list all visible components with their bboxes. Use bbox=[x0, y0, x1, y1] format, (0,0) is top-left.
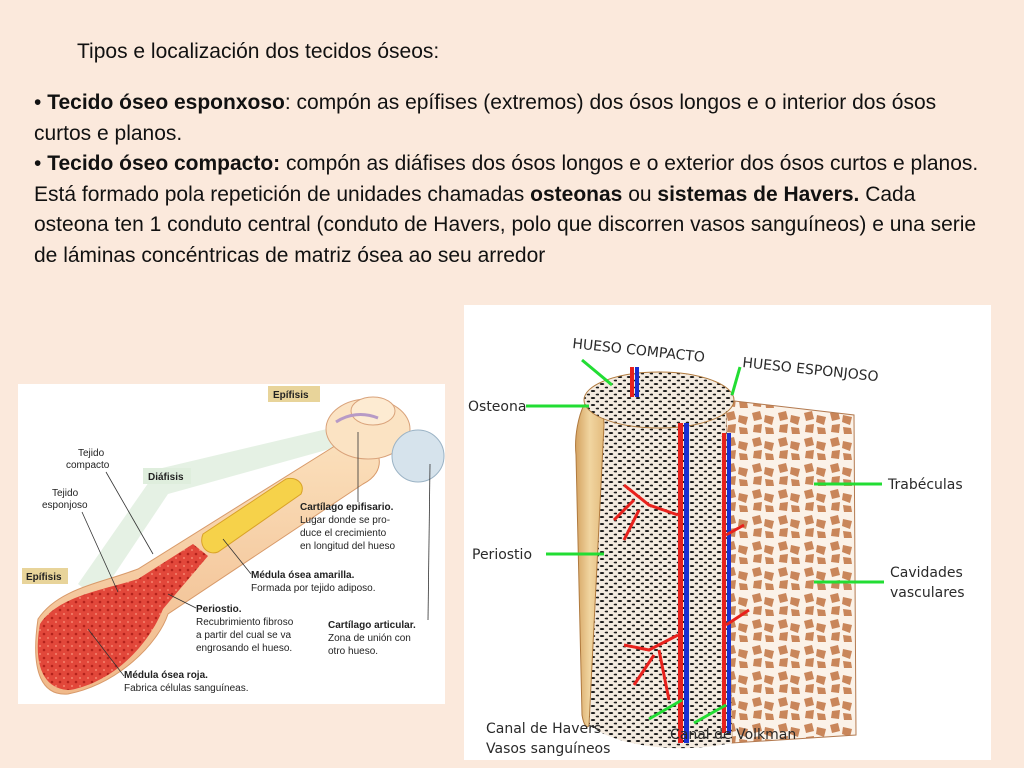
page-title: Tipos e localización dos tecidos óseos: bbox=[77, 40, 440, 63]
vessel-red bbox=[678, 423, 683, 743]
cavidades-label-2: vasculares bbox=[890, 585, 965, 601]
paragraph-compact: • Tecido óseo compacto: compón as diáfis… bbox=[34, 149, 994, 271]
medula-amarilla-line-1: Formada por tejido adiposo. bbox=[251, 583, 376, 594]
bullet: • bbox=[34, 152, 48, 175]
compact-bone bbox=[584, 385, 732, 749]
tejido-compacto-label-2: compacto bbox=[66, 460, 110, 471]
bullet: • bbox=[34, 91, 48, 114]
epifisis-bottom-box bbox=[22, 568, 68, 584]
medula-roja-title: Médula ósea roja. bbox=[124, 670, 208, 681]
compact-top-face bbox=[583, 371, 735, 429]
hueso-compacto-label: HUESO COMPACTO bbox=[572, 336, 706, 366]
paragraph-compact-text: compón as diáfises dos ósos longos e o e… bbox=[34, 152, 979, 206]
cartilago-articular-title: Cartílago articular. bbox=[328, 620, 416, 631]
body-text: • Tecido óseo esponxoso: compón as epífi… bbox=[34, 88, 994, 271]
term-spongy: Tecido óseo esponxoso bbox=[47, 91, 285, 114]
medula-roja-line-1: Fabrica células sanguíneas. bbox=[124, 683, 249, 694]
spongy-bone bbox=[725, 399, 857, 744]
cartilago-epifisario-title: Cartílago epifisario. bbox=[300, 502, 394, 513]
red-marrow bbox=[37, 544, 209, 690]
epifisis-bottom-label: Epífisis bbox=[26, 572, 62, 583]
long-bone-diagram: Epífisis Epífisis Diáfisis Tejido compac… bbox=[18, 384, 445, 704]
tejido-esponjoso-label-2: esponjoso bbox=[42, 500, 88, 511]
arrow-canal-volkman bbox=[693, 703, 727, 725]
vessel-branches bbox=[612, 483, 679, 541]
arrow-canal-havers bbox=[648, 698, 683, 721]
term-compact: Tecido óseo compacto: bbox=[47, 152, 281, 175]
vessel-red bbox=[630, 367, 634, 397]
periostio-label: Periostio bbox=[472, 547, 532, 563]
epiphyseal-line bbox=[335, 413, 379, 424]
leader-line bbox=[222, 538, 252, 575]
periostio-line-3: engrosando el hueso. bbox=[196, 643, 292, 654]
trabeculas-label: Trabéculas bbox=[887, 477, 963, 493]
arrow-hueso-compacto bbox=[581, 358, 613, 387]
paragraph-spongy: • Tecido óseo esponxoso: compón as epífi… bbox=[34, 88, 994, 149]
vessel-blue bbox=[727, 433, 731, 733]
cavidades-label-1: Cavidades bbox=[890, 565, 963, 581]
canal-havers-label: Canal de Havers bbox=[486, 721, 601, 737]
periostio-line-2: a partir del cual se va bbox=[196, 630, 291, 641]
medula-amarilla-title: Médula ósea amarilla. bbox=[251, 570, 355, 581]
long-bone-illustration: Epífisis Epífisis Diáfisis Tejido compac… bbox=[22, 386, 445, 695]
vessel-blue bbox=[635, 367, 639, 397]
osteona-label: Osteona bbox=[468, 399, 526, 415]
periostio-title: Periostio. bbox=[196, 604, 242, 615]
term-havers: sistemas de Havers. bbox=[657, 182, 860, 206]
vessel-red bbox=[722, 433, 726, 733]
cartilago-epifisario-line-3: en longitud del hueso bbox=[300, 541, 396, 552]
vessel-branches bbox=[623, 633, 679, 701]
pointer-arrows bbox=[526, 358, 884, 725]
canal-volkman-label: Canal de Volkman bbox=[670, 727, 796, 743]
term-osteonas: osteonas bbox=[530, 182, 623, 206]
connector-text: ou bbox=[622, 182, 658, 206]
tejido-compacto-label-1: Tejido bbox=[78, 448, 105, 459]
leader-line bbox=[81, 511, 119, 593]
vessel-blue bbox=[684, 423, 689, 743]
leader-line bbox=[105, 471, 154, 555]
bone-tissue-illustration: HUESO COMPACTO HUESO ESPONJOSO Osteona T… bbox=[468, 336, 965, 757]
paragraph-spongy-text: : compón as epífises (extremos) dos ósos… bbox=[34, 91, 937, 145]
epifisis-top-label: Epífisis bbox=[273, 390, 309, 401]
epifisis-top-box bbox=[268, 386, 320, 402]
vasos-label: Vasos sanguíneos bbox=[486, 741, 610, 757]
leader-line bbox=[427, 463, 431, 621]
cartilago-epifisario-line-2: duce el crecimiento bbox=[300, 528, 387, 539]
paragraph-compact-text-end: Cada osteona ten 1 conduto central (cond… bbox=[34, 182, 977, 267]
diafisis-label: Diáfisis bbox=[148, 472, 184, 483]
leader-line bbox=[87, 628, 125, 677]
cartilago-articular-line-1: Zona de unión con bbox=[328, 633, 411, 644]
periostio-line-1: Recubrimiento fibroso bbox=[196, 617, 294, 628]
cartilago-articular-line-2: otro hueso. bbox=[328, 646, 378, 657]
diafisis-box bbox=[143, 468, 191, 484]
yellow-marrow bbox=[201, 477, 303, 554]
hueso-esponjoso-label: HUESO ESPONJOSO bbox=[742, 355, 880, 385]
cartilago-epifisario-line-1: Lugar donde se pro- bbox=[300, 515, 390, 526]
top-epiphysis-knob bbox=[350, 396, 396, 426]
vessel-branches bbox=[725, 523, 750, 627]
articular-cartilage bbox=[391, 429, 445, 483]
leader-line bbox=[167, 593, 197, 609]
arrow-hueso-esponjoso bbox=[730, 366, 742, 396]
bone-tissue-diagram: HUESO COMPACTO HUESO ESPONJOSO Osteona T… bbox=[464, 305, 991, 760]
tejido-esponjoso-label-1: Tejido bbox=[52, 488, 79, 499]
